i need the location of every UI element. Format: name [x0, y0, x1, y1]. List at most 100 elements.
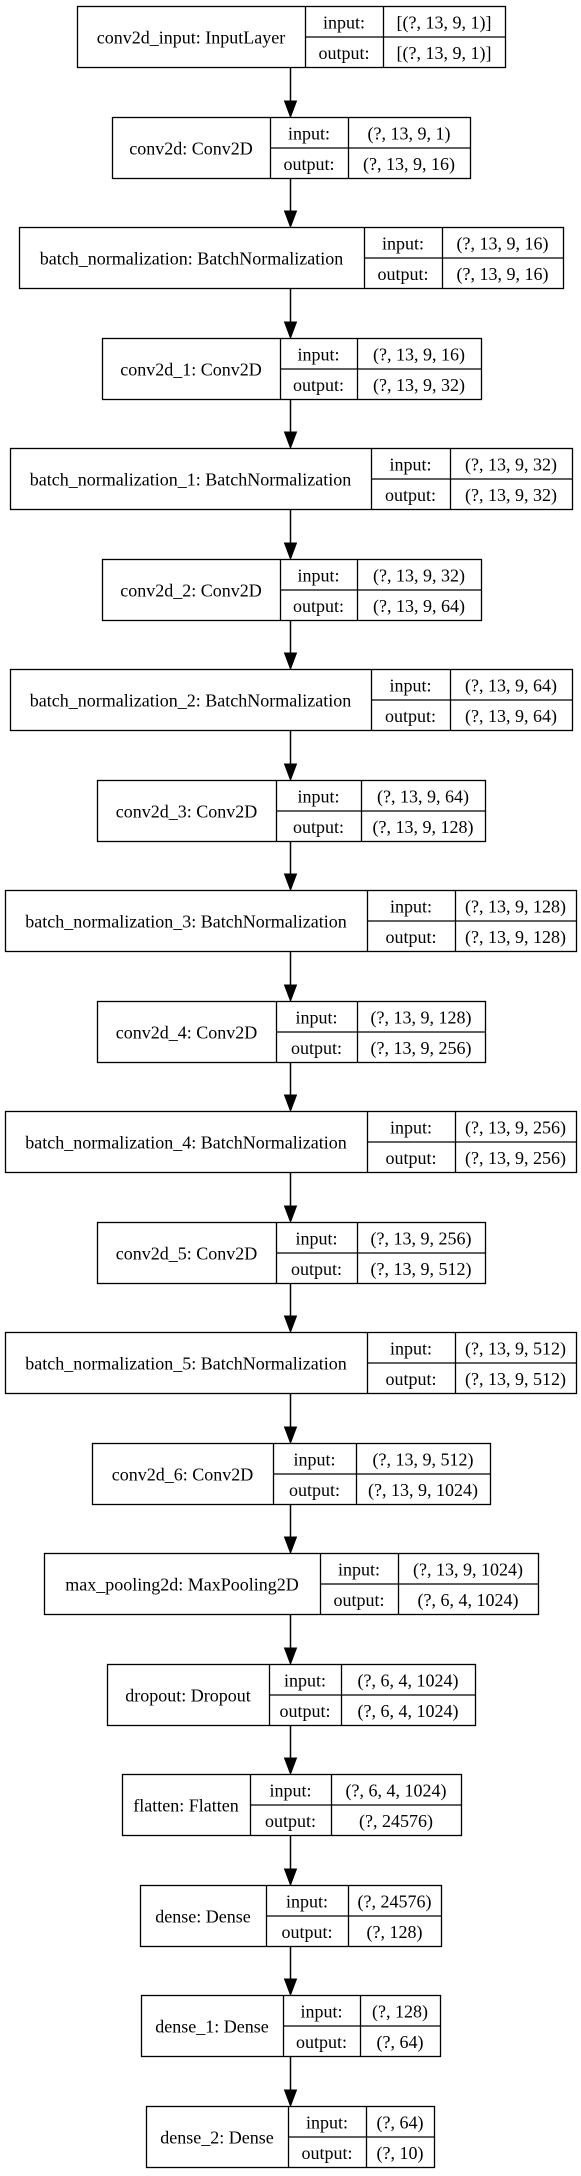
edge-arrow [283, 179, 298, 229]
input-label: input: [284, 1670, 326, 1690]
input-shape: (?, 128) [372, 2001, 428, 2022]
input-shape: (?, 13, 9, 128) [371, 1007, 472, 1028]
output-shape: (?, 13, 9, 128) [465, 927, 566, 948]
layer-name: batch_normalization: BatchNormalization [40, 249, 343, 269]
output-shape: (?, 13, 9, 512) [371, 1259, 472, 1280]
layer-node: batch_normalization: BatchNormalization i… [18, 226, 565, 290]
output-label: output: [291, 1259, 342, 1279]
output-shape: (?, 24576) [359, 1811, 433, 1832]
output-shape: (?, 13, 9, 16) [457, 264, 549, 285]
edge-arrow [283, 510, 298, 561]
output-label: output: [385, 1369, 436, 1389]
input-shape: (?, 13, 9, 512) [465, 1338, 566, 1359]
output-shape: (?, 13, 9, 256) [371, 1038, 472, 1059]
layer-name: conv2d_1: Conv2D [120, 360, 262, 380]
input-label: input: [390, 896, 432, 916]
layer-name: conv2d_4: Conv2D [116, 1023, 258, 1043]
edge-arrow [283, 400, 298, 450]
edge-arrow [283, 1063, 298, 1113]
input-label: input: [297, 786, 339, 806]
layer-node: batch_normalization_5: BatchNormalizatio… [4, 1331, 578, 1395]
layer-node: batch_normalization_4: BatchNormalizatio… [4, 1110, 578, 1174]
input-shape: [(?, 13, 9, 1)] [397, 12, 492, 33]
output-label: output: [385, 927, 436, 947]
output-shape: (?, 6, 4, 1024) [358, 1701, 459, 1722]
output-label: output: [385, 1148, 436, 1168]
input-label: input: [390, 1338, 432, 1358]
input-label: input: [286, 1891, 328, 1911]
input-label: input: [295, 1007, 337, 1027]
layer-name: batch_normalization_5: BatchNormalizatio… [25, 1354, 346, 1374]
layer-name: dense_1: Dense [155, 2017, 268, 2037]
edge-arrow [283, 289, 298, 340]
input-label: input: [389, 675, 431, 695]
edge-arrow [283, 1615, 298, 1666]
output-shape: (?, 13, 9, 32) [373, 375, 465, 396]
input-label: input: [389, 454, 431, 474]
output-shape: (?, 13, 9, 32) [465, 485, 557, 506]
input-label: input: [306, 2112, 348, 2132]
layer-node: conv2d_5: Conv2D input: output: (?, 13, 9, … [96, 1221, 487, 1285]
layer-name: conv2d_2: Conv2D [120, 581, 262, 601]
output-label: output: [289, 1480, 340, 1500]
output-label: output: [296, 2032, 347, 2052]
layer-name: conv2d_5: Conv2D [116, 1244, 258, 1264]
input-shape: (?, 13, 9, 128) [465, 896, 566, 917]
layer-name: conv2d_3: Conv2D [116, 802, 258, 822]
output-shape: (?, 13, 9, 1024) [368, 1480, 478, 1501]
layer-name: batch_normalization_2: BatchNormalizatio… [30, 691, 351, 711]
input-label: input: [390, 1117, 432, 1137]
output-shape: (?, 10) [377, 2143, 424, 2164]
input-shape: (?, 13, 9, 1) [368, 123, 451, 144]
input-label: input: [288, 123, 330, 143]
layer-node: conv2d_input: InputLayer input: output: [(?… [76, 5, 507, 69]
output-shape: (?, 13, 9, 256) [465, 1148, 566, 1169]
output-label: output: [318, 43, 369, 63]
layer-name: conv2d_6: Conv2D [112, 1465, 254, 1485]
layer-name: dense_2: Dense [160, 2128, 273, 2148]
edge-arrow [283, 1394, 298, 1445]
input-label: input: [297, 565, 339, 585]
layer-name: dropout: Dropout [125, 1686, 251, 1706]
edge-arrow [283, 1726, 298, 1776]
layer-name: batch_normalization_3: BatchNormalizatio… [25, 912, 346, 932]
edge-arrow [283, 952, 298, 1003]
layer-name: dense: Dense [155, 1907, 250, 1927]
input-shape: (?, 6, 4, 1024) [346, 1780, 447, 1801]
edge-arrow [283, 68, 298, 119]
layer-node: max_pooling2d: MaxPooling2Dinput:output:… [43, 1552, 540, 1616]
input-shape: (?, 13, 9, 32) [465, 454, 557, 475]
input-label: input: [338, 1559, 380, 1579]
layer-node: conv2d_6: Conv2D input: output: (?, 13, 9, … [91, 1442, 492, 1506]
output-label: output: [291, 1038, 342, 1058]
layer-name: conv2d_input: InputLayer [97, 28, 285, 48]
input-shape: (?, 6, 4, 1024) [358, 1670, 459, 1691]
output-shape: (?, 64) [377, 2032, 424, 2053]
input-label: input: [295, 1228, 337, 1248]
output-shape: (?, 13, 9, 512) [465, 1369, 566, 1390]
layer-node: batch_normalization_2: BatchNormalizatio… [9, 668, 574, 732]
edge-arrow [283, 842, 298, 892]
output-shape: (?, 13, 9, 64) [465, 706, 557, 727]
output-shape: [(?, 13, 9, 1)] [397, 43, 492, 64]
input-label: input: [293, 1449, 335, 1469]
input-label: input: [323, 12, 365, 32]
layer-name: flatten: Flatten [133, 1796, 238, 1816]
output-shape: (?, 13, 9, 64) [373, 596, 465, 617]
layer-node: conv2d_4: Conv2D input: output: (?, 13, 9, … [96, 1000, 487, 1064]
input-shape: (?, 13, 9, 64) [465, 675, 557, 696]
input-shape: (?, 13, 9, 32) [373, 565, 465, 586]
edge-arrow [283, 621, 298, 671]
input-label: input: [382, 233, 424, 253]
output-shape: (?, 6, 4, 1024) [418, 1590, 519, 1611]
output-label: output: [281, 1922, 332, 1942]
input-shape: (?, 24576) [358, 1891, 432, 1912]
edge-arrow [283, 731, 298, 782]
edge-arrow [283, 1836, 298, 1887]
layer-node: batch_normalization_3: BatchNormalizatio… [4, 889, 578, 953]
